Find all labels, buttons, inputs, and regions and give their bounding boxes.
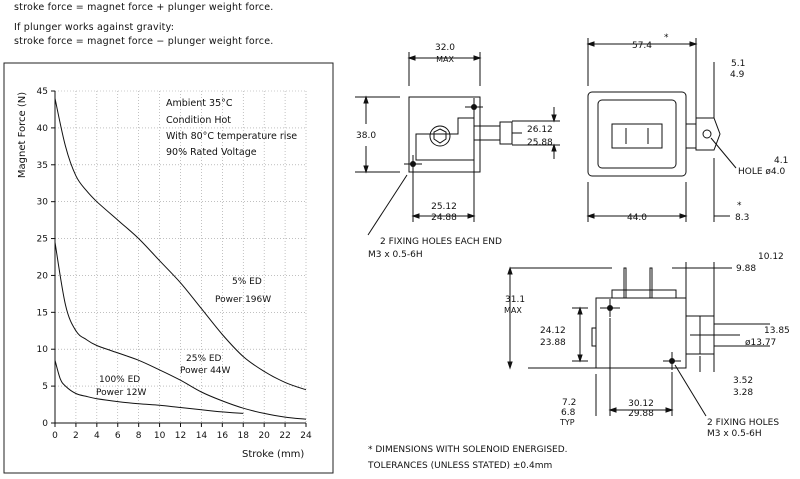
dim-span-lower: 29.88	[628, 409, 654, 419]
dim-plunger-upper: 26.12	[527, 125, 553, 135]
dim-pin-lower: 4.9	[730, 70, 745, 80]
footnote-tolerances: TOLERANCES (UNLESS STATED) ±0.4mm	[367, 461, 552, 471]
dim-center-upper: 24.12	[540, 326, 566, 336]
x-tick-label: 12	[175, 431, 186, 441]
y-tick-label: 10	[37, 345, 49, 355]
dim-plunger-lower: 25.88	[527, 138, 553, 148]
dim-overall-length: 57.4	[632, 41, 652, 51]
dim-right-upper: 10.12	[758, 252, 784, 262]
side-view	[586, 38, 737, 222]
series-label-100ed: 100% ED	[99, 375, 140, 385]
dim-bottom-upper: 7.2	[562, 398, 576, 408]
dim-body-width: 44.0	[627, 213, 647, 223]
dim-hole-label: HOLE ø4.0	[738, 167, 786, 177]
x-tick-label: 8	[136, 431, 142, 441]
x-tick-label: 16	[217, 431, 229, 441]
top-view-dots	[607, 305, 675, 364]
dim-offset-lower: 3.28	[733, 388, 753, 398]
dim-offset-upper: 3.52	[733, 376, 753, 386]
dim-diameter-upper: 13.85	[764, 326, 790, 336]
series-line-5ed	[54, 98, 307, 391]
series-line-100ed	[54, 360, 244, 414]
x-tick-label: 6	[115, 431, 121, 441]
front-view	[355, 52, 560, 236]
dim-bottom-lower: 6.8	[561, 408, 576, 418]
y-tick-label: 35	[37, 161, 48, 171]
dim-diameter-lower: ø13.77	[745, 338, 776, 348]
top-view-dims: 10.12 9.88 31.1 MAX 24.12 23.88 13.85 ø1…	[504, 252, 790, 439]
dim-top-height-max: MAX	[504, 306, 522, 315]
y-tick-label: 0	[42, 419, 48, 429]
x-tick-label: 22	[279, 431, 290, 441]
annotation-line-4: 90% Rated Voltage	[166, 147, 257, 158]
front-view-dots	[410, 104, 477, 167]
series-label-5ed: 5% ED	[232, 277, 262, 287]
dim-end-star: *	[737, 201, 742, 211]
side-body	[587, 91, 687, 177]
x-tick-label: 4	[94, 431, 100, 441]
top-fix-note-1: 2 FIXING HOLES	[707, 418, 779, 428]
annotation-line-2: Condition Hot	[166, 115, 231, 126]
x-tick-label: 10	[154, 431, 166, 441]
dim-end-offset: 8.3	[735, 213, 749, 223]
top-fix-note-2: M3 x 0.5-6H	[707, 429, 762, 439]
annotation-line-3: With 80°C temperature rise	[166, 131, 297, 142]
series-sub-25ed: Power 44W	[180, 366, 231, 376]
dim-front-width-max: MAX	[436, 55, 454, 64]
dim-front-height: 38.0	[356, 131, 376, 141]
chart-series	[54, 98, 307, 420]
note-line-3: stroke force = magnet force − plunger we…	[14, 36, 274, 47]
chart-grid	[54, 90, 307, 424]
series-label-25ed: 25% ED	[186, 354, 222, 364]
series-sub-100ed: Power 12W	[96, 388, 147, 398]
x-tick-label: 20	[258, 431, 270, 441]
dim-center-lower: 23.88	[540, 338, 566, 348]
series-line-25ed	[54, 242, 307, 420]
note-line-1: stroke force = magnet force + plunger we…	[14, 2, 274, 13]
note-line-2: If plunger works against gravity:	[14, 22, 175, 33]
y-tick-label: 40	[37, 124, 49, 134]
y-axis-label: Magnet Force (N)	[17, 92, 28, 178]
y-tick-label: 20	[37, 271, 49, 281]
annotation-line-1: Ambient 35°C	[166, 98, 233, 109]
dim-front-width: 32.0	[435, 43, 455, 53]
front-body	[408, 96, 481, 173]
dim-right-lower: 9.88	[736, 264, 756, 274]
y-tick-label: 45	[37, 87, 48, 97]
x-axis-label: Stroke (mm)	[242, 449, 304, 460]
dim-top-height: 31.1	[505, 295, 525, 305]
top-view	[507, 262, 770, 417]
x-tick-label: 14	[196, 431, 208, 441]
series-sub-5ed: Power 196W	[215, 295, 271, 305]
y-tick-label: 25	[37, 235, 48, 245]
dim-span-upper: 30.12	[628, 399, 654, 409]
dim-bottom-typ: TYP	[559, 418, 575, 427]
y-tick-label: 15	[37, 308, 48, 318]
y-tick-label: 5	[42, 382, 48, 392]
x-tick-label: 24	[300, 431, 312, 441]
dim-holes-upper: 25.12	[431, 202, 457, 212]
side-view-dims: 57.4 * 5.1 4.9 4.1 HOLE ø4.0 44.0 8.3 *	[627, 33, 788, 223]
dim-holes-lower: 24.88	[431, 213, 457, 223]
x-tick-label: 0	[52, 431, 58, 441]
x-tick-label: 18	[238, 431, 250, 441]
dim-overall-star: *	[664, 33, 669, 43]
x-tick-label: 2	[73, 431, 79, 441]
front-view-dims: 32.0 MAX 38.0 26.12 25.88 25.12 24.88 2 …	[356, 43, 553, 260]
dim-pin-upper: 5.1	[731, 59, 745, 69]
y-tick-label: 30	[37, 198, 49, 208]
chart-axes	[51, 90, 307, 427]
dim-hole-upper: 4.1	[774, 156, 788, 166]
fixing-note-2: M3 x 0.5-6H	[368, 250, 423, 260]
footnote-energised: * DIMENSIONS WITH SOLENOID ENERGISED.	[368, 445, 568, 455]
fixing-note-1: 2 FIXING HOLES EACH END	[380, 237, 502, 247]
chart-frame	[3, 62, 334, 474]
